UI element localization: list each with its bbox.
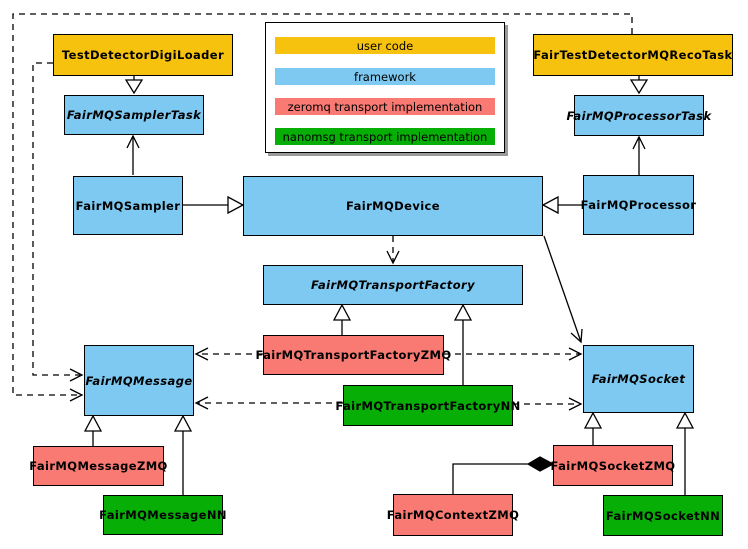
node-label: FairMQSocketNN — [605, 508, 721, 523]
node-fairmqsocketzmq: FairMQSocketZMQ — [550, 445, 676, 486]
edge-contextzmq-socketzmq — [452, 456, 555, 494]
node-label: FairMQTransportFactory — [311, 278, 475, 292]
node-fairmqdevice: FairMQDevice — [243, 176, 543, 236]
node-fairmqsampler: FairMQSampler — [73, 176, 183, 235]
node-label: FairMQTransportFactoryZMQ — [255, 348, 452, 362]
edge-processor-device — [541, 195, 583, 215]
edge-device-socket — [543, 235, 583, 344]
legend-label: framework — [354, 69, 416, 84]
node-label: FairMQMessage — [85, 373, 193, 388]
node-fairmqsocket: FairMQSocket — [583, 345, 694, 413]
node-label: FairMQTransportFactoryNN — [335, 398, 521, 413]
node-label: FairMQMessageNN — [99, 508, 227, 522]
edge-digiloader-samplertask — [124, 76, 144, 95]
node-fairmqtransportfactorynn: FairMQTransportFactoryNN — [335, 385, 520, 426]
edge-digiloader-message — [32, 62, 84, 382]
node-testdetectordigiloader: TestDetectorDigiLoader — [53, 34, 233, 76]
node-label: FairMQProcessorTask — [566, 108, 712, 123]
legend-item-framework: framework — [275, 68, 495, 85]
edge-socketnn-socket — [675, 411, 695, 495]
edge-messagezmq-message — [83, 414, 103, 446]
legend-item-user-code: user code — [275, 37, 495, 54]
node-fairmqtransportfactory: FairMQTransportFactory — [263, 265, 523, 305]
node-label: FairMQContextZMQ — [386, 508, 520, 522]
edge-device-transportfactory — [386, 236, 400, 265]
node-label: TestDetectorDigiLoader — [61, 48, 225, 62]
legend: user code framework zeromq transport imp… — [265, 22, 505, 153]
node-label: FairMQSocketZMQ — [550, 458, 676, 473]
edge-recotask-message — [12, 13, 633, 402]
legend-label: user code — [356, 38, 414, 53]
node-label: FairTestDetectorMQRecoTask — [533, 48, 733, 62]
legend-item-zeromq: zeromq transport implementation — [275, 98, 495, 115]
node-fairmqprocessortask: FairMQProcessorTask — [567, 95, 711, 136]
node-fairtestdetectormqrecotask: FairTestDetectorMQRecoTask — [533, 34, 733, 76]
node-label: FairMQMessageZMQ — [29, 459, 168, 473]
edge-messagenn-message — [173, 414, 193, 495]
node-fairmqtransportfactoryzmq: FairMQTransportFactoryZMQ — [256, 335, 451, 375]
node-fairmqmessagezmq: FairMQMessageZMQ — [29, 446, 167, 486]
edge-factoryzmq-factory — [332, 303, 352, 335]
legend-item-nanomsg: nanomsg transport implementation — [275, 128, 495, 145]
edge-factorynn-factory — [453, 303, 473, 385]
edge-factoryzmq-socket — [444, 347, 583, 361]
node-fairmqprocessor: FairMQProcessor — [580, 175, 697, 235]
edge-factoryzmq-message — [194, 347, 263, 361]
legend-label: nanomsg transport implementation — [282, 129, 488, 144]
edge-sampler-samplertask — [126, 134, 140, 175]
node-fairmqsocketnn: FairMQSocketNN — [603, 495, 723, 536]
node-fairmqsamplertask: FairMQSamplerTask — [64, 95, 204, 135]
node-label: FairMQSamplerTask — [66, 108, 202, 122]
edge-processor-processortask — [632, 135, 646, 175]
edge-factorynn-message — [194, 396, 343, 410]
node-fairmqmessagenn: FairMQMessageNN — [99, 495, 226, 535]
legend-label: zeromq transport implementation — [287, 99, 483, 114]
node-fairmqmessage: FairMQMessage — [84, 345, 194, 416]
node-label: FairMQDevice — [346, 199, 440, 213]
edge-recotask-processortask — [629, 76, 649, 95]
edge-factorynn-socket — [513, 397, 583, 411]
edge-socketzmq-socket — [583, 411, 603, 445]
node-label: FairMQSampler — [75, 198, 181, 213]
node-label: FairMQSocket — [591, 372, 686, 386]
node-label: FairMQProcessor — [580, 198, 697, 212]
edge-sampler-device — [183, 195, 245, 215]
node-fairmqcontextzmq: FairMQContextZMQ — [387, 494, 519, 536]
